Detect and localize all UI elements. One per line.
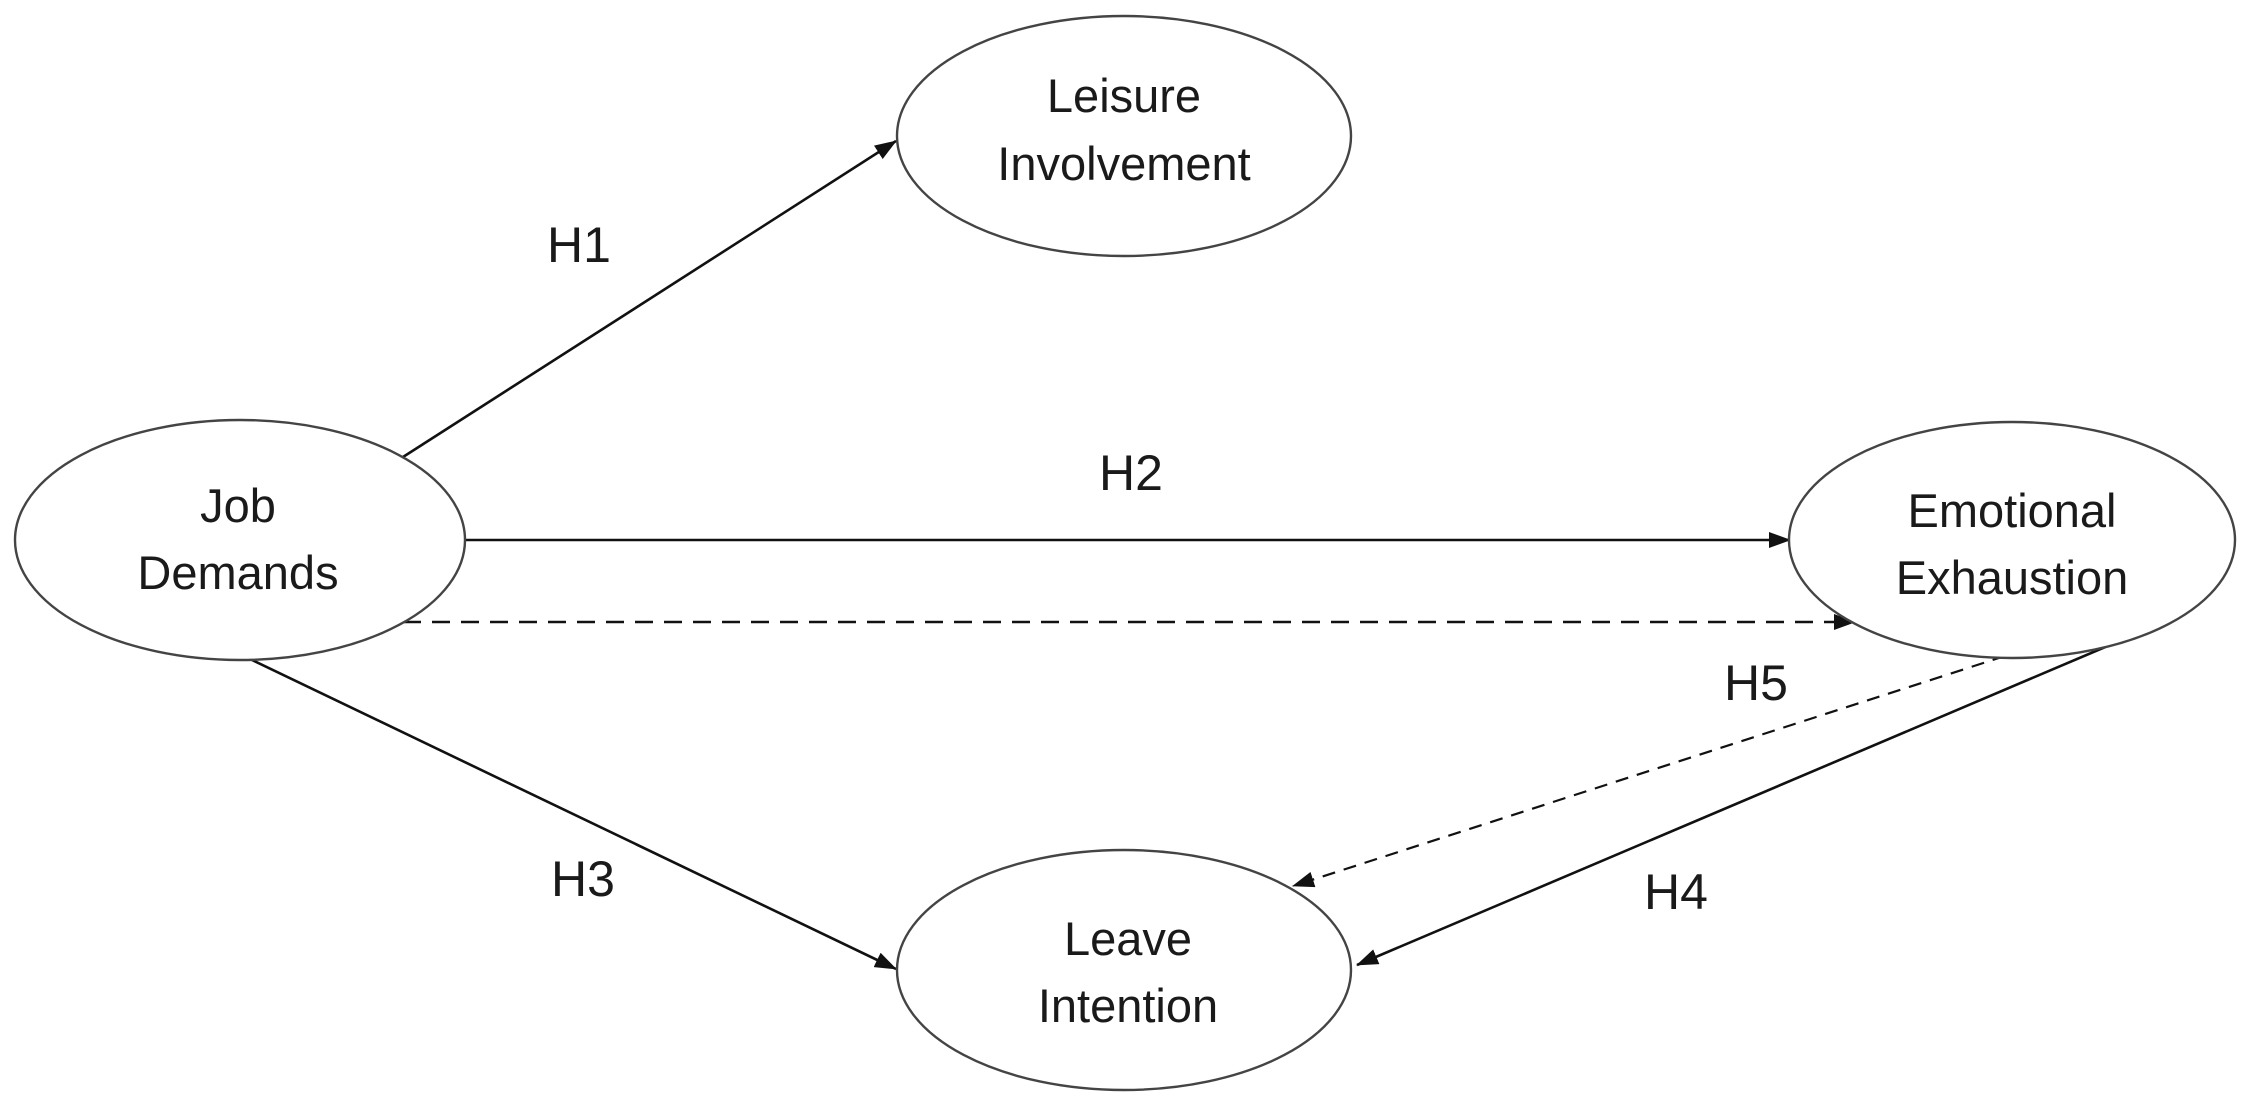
node-label-line1: Leave bbox=[1064, 912, 1192, 965]
node-shape-ellipse bbox=[13, 418, 467, 662]
edge-h3-arrow bbox=[249, 657, 897, 971]
node-label-line1: Job bbox=[200, 479, 276, 532]
edge-label-h1: H1 bbox=[547, 217, 611, 273]
node-leisure-involvement: Leisure Involvement bbox=[895, 14, 1353, 258]
edge-label-h3: H3 bbox=[551, 851, 615, 907]
edge-label-h4: H4 bbox=[1644, 864, 1708, 920]
edge-h4-arrow bbox=[1356, 643, 2111, 967]
edge-label-h2: H2 bbox=[1099, 445, 1163, 501]
node-label-line2: Intention bbox=[1038, 979, 1218, 1032]
edges bbox=[249, 139, 2111, 971]
edge-label-h5: H5 bbox=[1724, 655, 1788, 711]
node-label-line2: Exhaustion bbox=[1896, 551, 2129, 604]
edge-h5-dashed-lower bbox=[1292, 654, 2006, 888]
node-label-line2: Involvement bbox=[997, 137, 1250, 190]
node-label-line1: Emotional bbox=[1908, 484, 2117, 537]
node-shape-ellipse bbox=[895, 14, 1353, 258]
node-job-demands: Job Demands bbox=[13, 418, 467, 662]
node-label-line2: Demands bbox=[137, 546, 338, 599]
edge-h1-arrow bbox=[402, 139, 897, 459]
edge-labels: H1 H2 H5 H3 H4 bbox=[547, 217, 1788, 920]
node-shape-ellipse bbox=[1787, 420, 2237, 660]
node-emotional-exhaustion: Emotional Exhaustion bbox=[1787, 420, 2237, 660]
node-leave-intention: Leave Intention bbox=[895, 848, 1353, 1092]
node-label-line1: Leisure bbox=[1047, 69, 1201, 122]
node-shape-ellipse bbox=[895, 848, 1353, 1092]
